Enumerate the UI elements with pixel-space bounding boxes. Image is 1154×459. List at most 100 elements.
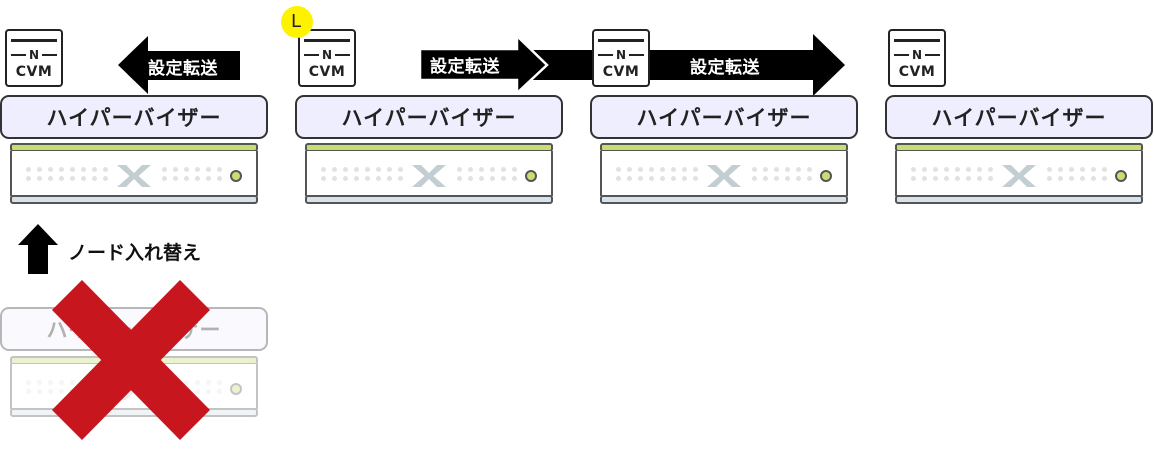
vent-dot [977, 167, 982, 172]
vent-dot [59, 176, 64, 181]
vent-dot [321, 167, 326, 172]
vent-dot [59, 380, 64, 385]
vent-dot [457, 167, 462, 172]
vent-dot [376, 176, 381, 181]
vent-dot [70, 176, 75, 181]
vent-dot [206, 380, 211, 385]
vent-dot [184, 167, 189, 172]
vent-dot [501, 167, 506, 172]
vent-dot [1091, 176, 1096, 181]
transfer-label-left: 設定転送 [148, 59, 218, 79]
vent-dot [195, 380, 200, 385]
vent-dot [387, 167, 392, 172]
vent-dot [752, 176, 757, 181]
vent-dot [26, 380, 31, 385]
vent-dot [693, 176, 698, 181]
vent-dot [785, 176, 790, 181]
vent-dot [468, 167, 473, 172]
vent-dot [162, 167, 167, 172]
vent-dot [217, 389, 222, 394]
server-status-led [1115, 170, 1127, 182]
vent-dot [649, 176, 654, 181]
vent-dot [1047, 176, 1052, 181]
vent-dot [638, 176, 643, 181]
vent-dot [693, 167, 698, 172]
vent-dot [206, 389, 211, 394]
server-vent-dots [321, 167, 409, 181]
vent-dot [92, 167, 97, 172]
vent-dot [1069, 167, 1074, 172]
vent-dot [184, 380, 189, 385]
vent-dot [944, 167, 949, 172]
hypervisor-box: ハイパーバイザー [590, 95, 858, 139]
nutanix-n-label: N [615, 48, 627, 62]
vent-dot [398, 176, 403, 181]
nutanix-x-logo-icon [707, 165, 741, 187]
server-status-led [525, 170, 537, 182]
vent-dot [660, 176, 665, 181]
server-bottom-bar [895, 195, 1143, 204]
vent-dot [365, 167, 370, 172]
vent-dot [649, 167, 654, 172]
vent-dot [343, 167, 348, 172]
remove-x-icon [52, 280, 210, 440]
server-bottom-bar [305, 195, 553, 204]
cvm-label: CVM [602, 64, 640, 80]
vent-dot [26, 167, 31, 172]
vent-dot [92, 176, 97, 181]
server-status-led [230, 383, 242, 395]
replace-node-label: ノード入れ替え [68, 242, 202, 264]
cvm-label: CVM [898, 64, 936, 80]
vent-dot [26, 389, 31, 394]
vent-dot [37, 380, 42, 385]
vent-dot [1102, 167, 1107, 172]
server-bottom-bar [10, 408, 258, 417]
vent-dot [490, 167, 495, 172]
vent-dot [616, 167, 621, 172]
vent-dot [616, 176, 621, 181]
server-vent-dots [457, 167, 523, 181]
vent-dot [70, 167, 75, 172]
server-vent-dots [162, 167, 228, 181]
vent-dot [671, 176, 676, 181]
vent-dot [59, 167, 64, 172]
vent-dot [59, 389, 64, 394]
vent-dot [966, 167, 971, 172]
vent-dot [103, 176, 108, 181]
server-vent-dots [616, 167, 704, 181]
server-vent-dots [1047, 167, 1113, 181]
vent-dot [173, 167, 178, 172]
vent-dot [376, 167, 381, 172]
vent-dot [774, 176, 779, 181]
vent-dot [457, 176, 462, 181]
cvm-box: N CVM [298, 29, 356, 87]
vent-dot [365, 176, 370, 181]
server-status-led [820, 170, 832, 182]
vent-dot [195, 167, 200, 172]
server-vent-dots [911, 167, 999, 181]
nutanix-x-logo-icon [1002, 165, 1036, 187]
vent-dot [627, 167, 632, 172]
vent-dot [966, 176, 971, 181]
cvm-box: N CVM [888, 29, 946, 87]
vent-dot [1091, 167, 1096, 172]
vent-dot [796, 176, 801, 181]
vent-dot [627, 176, 632, 181]
hypervisor-box: ハイパーバイザー [885, 95, 1153, 139]
vent-dot [1080, 176, 1085, 181]
server-bottom-bar [10, 195, 258, 204]
vent-dot [922, 167, 927, 172]
cvm-label: CVM [15, 64, 53, 80]
transfer-arrow-left [118, 36, 240, 94]
nutanix-x-logo-icon [117, 165, 151, 187]
vent-dot [638, 167, 643, 172]
nutanix-n-label: N [911, 48, 923, 62]
vent-dot [911, 176, 916, 181]
vent-dot [354, 167, 359, 172]
server-bottom-bar [600, 195, 848, 204]
vent-dot [977, 176, 982, 181]
vent-dot [763, 176, 768, 181]
vent-dot [671, 167, 676, 172]
